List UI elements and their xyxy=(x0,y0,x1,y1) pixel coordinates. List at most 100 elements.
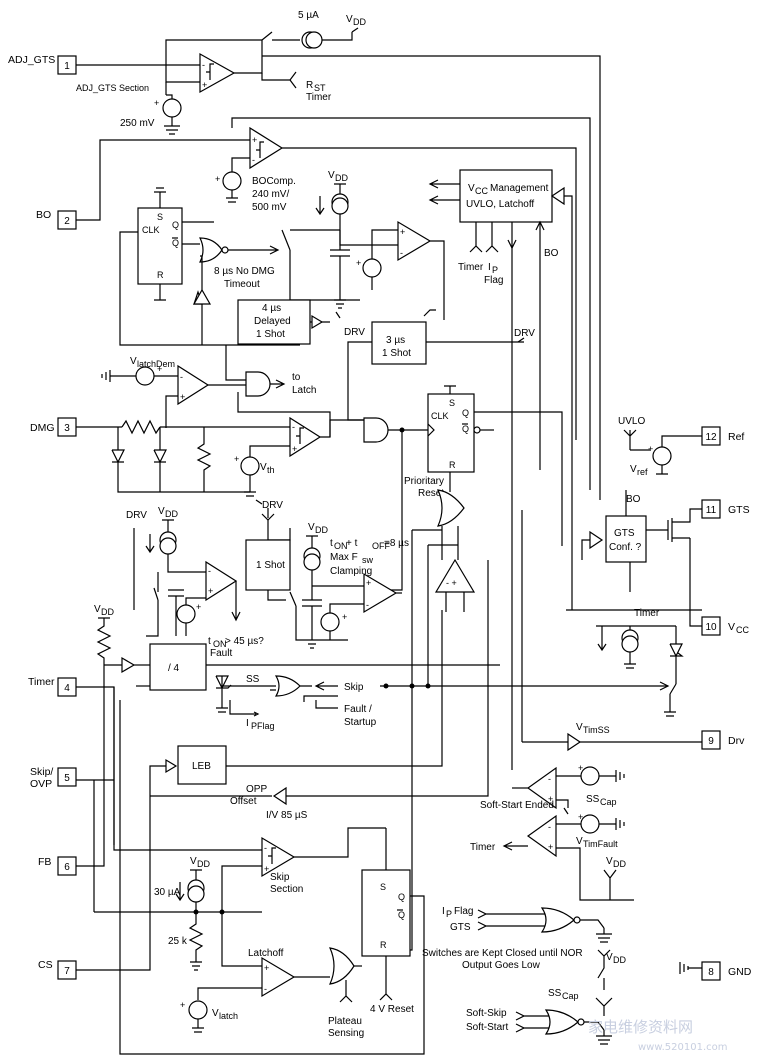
label-ipflag-sub: PFlag xyxy=(251,721,275,731)
label-toff-mid: + t xyxy=(346,538,358,549)
label-1-shot: 1 Shot xyxy=(382,348,411,359)
label-s: S xyxy=(449,398,455,408)
and-gate-latch xyxy=(245,371,271,397)
label-flag: Flag xyxy=(454,906,473,917)
pin-number: 7 xyxy=(64,966,70,977)
plus-sign: + xyxy=(548,842,553,852)
plus-sign: + xyxy=(157,364,162,374)
or-gate-ss xyxy=(274,675,301,697)
label-q: Q xyxy=(462,408,469,418)
label-bocomp: BOComp. xyxy=(252,176,296,187)
pin-number: 9 xyxy=(708,736,714,747)
label-latchoff: Latchoff xyxy=(248,948,284,959)
label-vdd-sub: DD xyxy=(335,173,348,183)
minus-sign: - xyxy=(548,774,551,784)
label-no-dmg: 8 µs No DMG xyxy=(214,266,275,277)
label-vlatch: V xyxy=(212,1008,219,1019)
label-drv: DRV xyxy=(262,500,283,511)
label-startup: Startup xyxy=(344,717,377,728)
label-drv: DRV xyxy=(126,510,147,521)
label-ton-val: =8 µs xyxy=(384,538,409,549)
label-skip-section1: Skip xyxy=(270,872,290,883)
label-clk: CLK xyxy=(142,225,160,235)
pin-label: DMG xyxy=(30,422,55,434)
label-vdd: V xyxy=(308,522,315,533)
plus-sign: + xyxy=(400,227,405,237)
label-fault: Fault xyxy=(210,648,232,659)
label-4us: 4 µs xyxy=(262,303,281,314)
divider-skip: V DD / 4 I PFlag SS Skip Fault / Startup xyxy=(76,604,670,867)
label-qbar: Q xyxy=(172,238,179,248)
label-bo: BO xyxy=(544,248,559,259)
label-flag: Flag xyxy=(484,275,503,286)
fsw-comparator xyxy=(363,572,398,614)
plus-sign: + xyxy=(342,612,347,622)
ref-source xyxy=(362,258,382,278)
label-vref: V xyxy=(630,464,637,475)
pin-label: Skip/ xyxy=(30,766,53,778)
ref-vth xyxy=(240,456,260,476)
label-toff-sub: OFF xyxy=(372,541,390,551)
label-1-shot: 1 Shot xyxy=(256,560,285,571)
demag-latch: V latchDem + - + to Latch xyxy=(101,356,316,428)
leb-box xyxy=(177,745,227,785)
pin-3: 3 DMG xyxy=(30,417,77,437)
vcc-management: V CC Management UVLO, Latchoff Timer I P… xyxy=(428,169,573,770)
label-offset: Offset xyxy=(230,796,257,807)
label-q: Q xyxy=(172,220,179,230)
label-vdd: V xyxy=(328,170,335,181)
label-vdd-sub: DD xyxy=(353,17,366,27)
pin-number: 5 xyxy=(64,773,70,784)
pin-label: Timer xyxy=(28,676,55,688)
vcc-rail: V TimSS xyxy=(521,510,702,752)
pin-number: 3 xyxy=(64,423,70,434)
skip-section: - + Skip Section V DD 30 µA 25 k Latchof… xyxy=(93,780,387,1039)
label-soft-start: Soft-Start xyxy=(466,1022,508,1033)
plus-sign: + xyxy=(578,812,583,822)
label-iv85: I/V 85 µS xyxy=(266,810,308,821)
ref-vlatch xyxy=(188,1000,208,1020)
pin-number: 10 xyxy=(705,622,717,633)
label-ton-sub: ON xyxy=(334,541,348,551)
label-ip-sub: P xyxy=(492,265,498,275)
plus-sign: + xyxy=(264,864,269,874)
label-rst-sub: ST xyxy=(314,83,326,93)
ramp-generator: V DD + + - xyxy=(281,170,445,320)
label-conf: Conf. ? xyxy=(609,542,642,553)
label-qbar: Q xyxy=(398,910,405,920)
pin-label: GND xyxy=(728,966,752,978)
plus-sign: + xyxy=(264,963,269,973)
label-vdd-sub: DD xyxy=(613,955,626,965)
label-30ua: 30 µA xyxy=(154,887,181,898)
plus-sign: + xyxy=(208,586,213,596)
plus-sign: + xyxy=(215,174,220,184)
label-reset: Reset xyxy=(418,488,444,499)
label-vdd-sub: DD xyxy=(315,525,328,535)
pin-number: 2 xyxy=(64,216,70,227)
label-gts: GTS xyxy=(450,922,471,933)
ref-fault xyxy=(176,604,196,624)
label-vdd: V xyxy=(606,952,613,963)
ref-250mv xyxy=(162,98,182,118)
label-leb: LEB xyxy=(192,761,211,772)
label-vdd-sub: DD xyxy=(165,509,178,519)
three-us-box xyxy=(371,321,427,365)
label-vcc-sub: CC xyxy=(475,186,488,196)
timfault-comparator xyxy=(526,814,557,858)
plus-sign: + xyxy=(180,392,185,402)
label-latch: Latch xyxy=(292,385,316,396)
timer-fault: DRV V DD + - + t ON > 45 µs? Fault xyxy=(126,506,264,659)
plus-sign: + xyxy=(180,1000,185,1010)
label-switches-note2: Output Goes Low xyxy=(462,960,541,971)
skip-comparator xyxy=(261,836,296,878)
label-vtimfault-sub: TimFault xyxy=(583,839,618,849)
label-rst-timer: Timer xyxy=(306,92,332,103)
pin-6: 6 FB xyxy=(38,856,77,876)
minus-sign: - xyxy=(264,843,267,853)
plus-sign: + xyxy=(578,763,583,773)
pin-5: 5 Skip/ OVP xyxy=(30,766,77,790)
plus-sign: + xyxy=(548,794,553,804)
label-sensing: Sensing xyxy=(328,1028,364,1039)
adj-gts-comparator xyxy=(199,52,236,94)
